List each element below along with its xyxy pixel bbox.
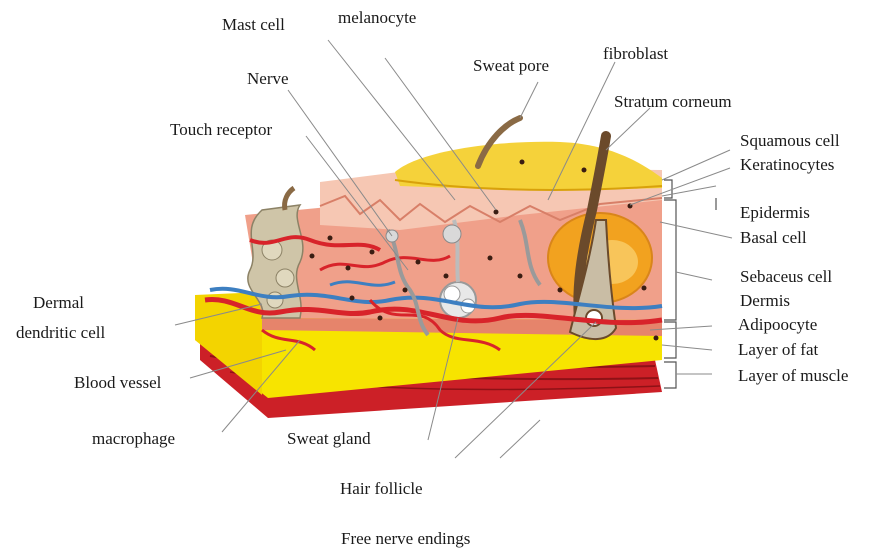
label-sebaceus-cell: Sebaceus cell <box>740 268 832 285</box>
layer-brackets <box>664 180 716 388</box>
label-melanocyte: melanocyte <box>338 9 416 26</box>
label-free-nerve-endings: Free nerve endings <box>341 530 470 547</box>
label-mast-cell: Mast cell <box>222 16 285 33</box>
label-hair-follicle: Hair follicle <box>340 480 423 497</box>
label-layer-of-muscle: Layer of muscle <box>738 367 848 384</box>
label-dermis: Dermis <box>740 292 790 309</box>
label-macrophage: macrophage <box>92 430 175 447</box>
label-nerve: Nerve <box>247 70 289 87</box>
label-adipoocyte: Adipoocyte <box>738 316 817 333</box>
label-epidermis: Epidermis <box>740 204 810 221</box>
stratum-corneum-layer <box>395 142 662 190</box>
label-squamous-cell: Squamous cell <box>740 132 840 149</box>
label-stratum-corneum: Stratum corneum <box>614 93 732 110</box>
label-sweat-gland: Sweat gland <box>287 430 371 447</box>
label-sweat-pore: Sweat pore <box>473 57 549 74</box>
label-basal-cell: Basal cell <box>740 229 807 246</box>
label-blood-vessel: Blood vessel <box>74 374 161 391</box>
label-touch-receptor: Touch receptor <box>170 121 272 138</box>
label-dermal: Dermal <box>33 294 84 311</box>
label-layer-of-fat: Layer of fat <box>738 341 818 358</box>
label-dendritic-cell: dendritic cell <box>16 324 105 341</box>
label-keratinocytes: Keratinocytes <box>740 156 834 173</box>
label-fibroblast: fibroblast <box>603 45 668 62</box>
